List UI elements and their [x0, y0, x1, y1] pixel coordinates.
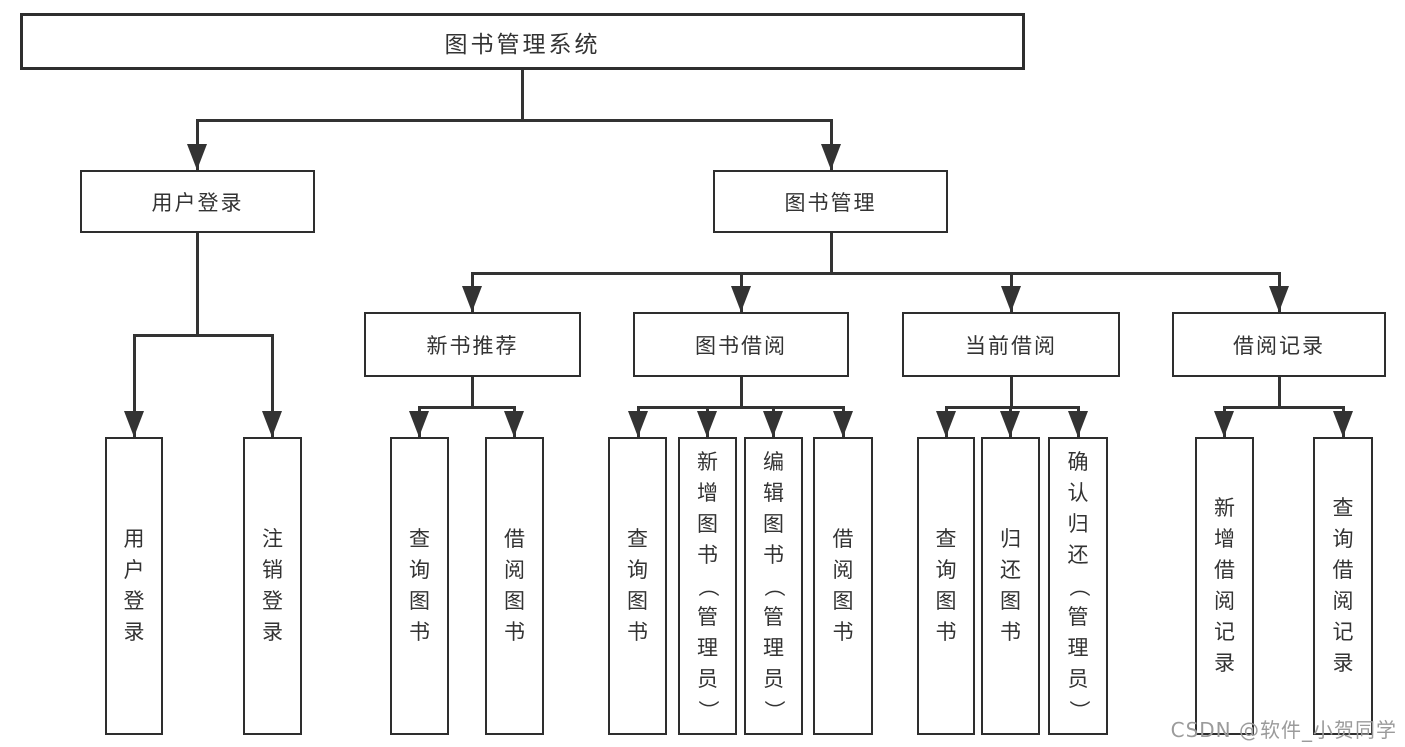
- leaf-bb-query-books: 查询图书: [608, 437, 667, 735]
- connector-line: [945, 406, 1079, 409]
- connector-line: [133, 334, 136, 437]
- node-label: 编辑图书（管理员）: [762, 449, 786, 721]
- arrow-down-icon: [936, 411, 956, 437]
- node-label: 用户登录: [151, 190, 244, 215]
- arrow-down-icon: [187, 144, 207, 170]
- node-new-book-recommend: 新书推荐: [364, 312, 581, 377]
- connector-line: [196, 119, 833, 122]
- connector-line: [418, 406, 516, 409]
- arrow-down-icon: [409, 411, 429, 437]
- node-label: 新书推荐: [426, 333, 519, 358]
- leaf-br-add-record: 新增借阅记录: [1195, 437, 1254, 735]
- connector-line: [471, 377, 474, 408]
- node-label: 图书借阅: [695, 333, 787, 358]
- connector-line: [1278, 377, 1281, 408]
- arrow-down-icon: [1000, 411, 1020, 437]
- arrow-down-icon: [1269, 286, 1289, 312]
- arrow-down-icon: [1068, 411, 1088, 437]
- arrow-down-icon: [504, 411, 524, 437]
- node-label: 用户登录: [123, 527, 145, 644]
- leaf-cb-confirm-return-admin: 确认归还（管理员）: [1048, 437, 1108, 735]
- node-label: 借阅记录: [1233, 333, 1325, 358]
- node-label: 查询图书: [627, 527, 648, 644]
- node-label: 当前借阅: [965, 333, 1057, 358]
- connector-line: [271, 334, 274, 437]
- arrow-down-icon: [124, 411, 144, 437]
- leaf-cb-query-books: 查询图书: [917, 437, 975, 735]
- arrow-down-icon: [833, 411, 853, 437]
- arrow-down-icon: [628, 411, 648, 437]
- watermark: CSDN @软件_小贺同学: [1170, 718, 1397, 742]
- connector-line: [133, 334, 274, 337]
- connector-line: [1223, 406, 1344, 409]
- arrow-down-icon: [821, 144, 841, 170]
- node-label: 查询图书: [409, 527, 430, 644]
- leaf-bb-borrow-books: 借阅图书: [813, 437, 873, 735]
- leaf-bb-edit-books-admin: 编辑图书（管理员）: [744, 437, 803, 735]
- node-label: 确认归还（管理员）: [1066, 449, 1091, 721]
- connector-line: [1010, 377, 1013, 408]
- arrow-down-icon: [1001, 286, 1021, 312]
- node-label: 注销登录: [262, 527, 283, 644]
- leaf-cb-return-books: 归还图书: [981, 437, 1040, 735]
- connector-line: [471, 272, 1281, 275]
- connector-line: [830, 233, 833, 274]
- node-label: 借阅图书: [832, 527, 854, 644]
- arrow-down-icon: [1214, 411, 1234, 437]
- arrow-down-icon: [697, 411, 717, 437]
- arrow-down-icon: [731, 286, 751, 312]
- node-label: 新增图书（管理员）: [696, 449, 720, 721]
- connector-line: [637, 406, 844, 409]
- node-user-login: 用户登录: [80, 170, 315, 233]
- leaf-logout: 注销登录: [243, 437, 302, 735]
- leaf-bb-add-books-admin: 新增图书（管理员）: [678, 437, 737, 735]
- leaf-user-login: 用户登录: [105, 437, 163, 735]
- node-label: 查询借阅记录: [1332, 496, 1354, 675]
- node-label: 归还图书: [1000, 527, 1021, 644]
- node-book-borrowing: 图书借阅: [633, 312, 849, 377]
- node-borrowing-records: 借阅记录: [1172, 312, 1386, 377]
- node-root: 图书管理系统: [20, 13, 1025, 70]
- node-current-borrowing: 当前借阅: [902, 312, 1120, 377]
- node-label: 新增借阅记录: [1214, 496, 1235, 675]
- leaf-rec-query-books: 查询图书: [390, 437, 449, 735]
- node-label: 借阅图书: [504, 527, 525, 644]
- arrow-down-icon: [1333, 411, 1353, 437]
- node-label: 查询图书: [935, 527, 957, 644]
- leaf-rec-borrow-books: 借阅图书: [485, 437, 544, 735]
- connector-line: [740, 377, 743, 408]
- arrow-down-icon: [262, 411, 282, 437]
- connector-line: [521, 70, 524, 120]
- arrow-down-icon: [462, 286, 482, 312]
- node-label: 图书管理: [784, 190, 877, 215]
- node-label: 图书管理系统: [444, 31, 601, 58]
- connector-line: [196, 233, 199, 336]
- arrow-down-icon: [763, 411, 783, 437]
- node-book-management: 图书管理: [713, 170, 948, 233]
- leaf-br-query-record: 查询借阅记录: [1313, 437, 1373, 735]
